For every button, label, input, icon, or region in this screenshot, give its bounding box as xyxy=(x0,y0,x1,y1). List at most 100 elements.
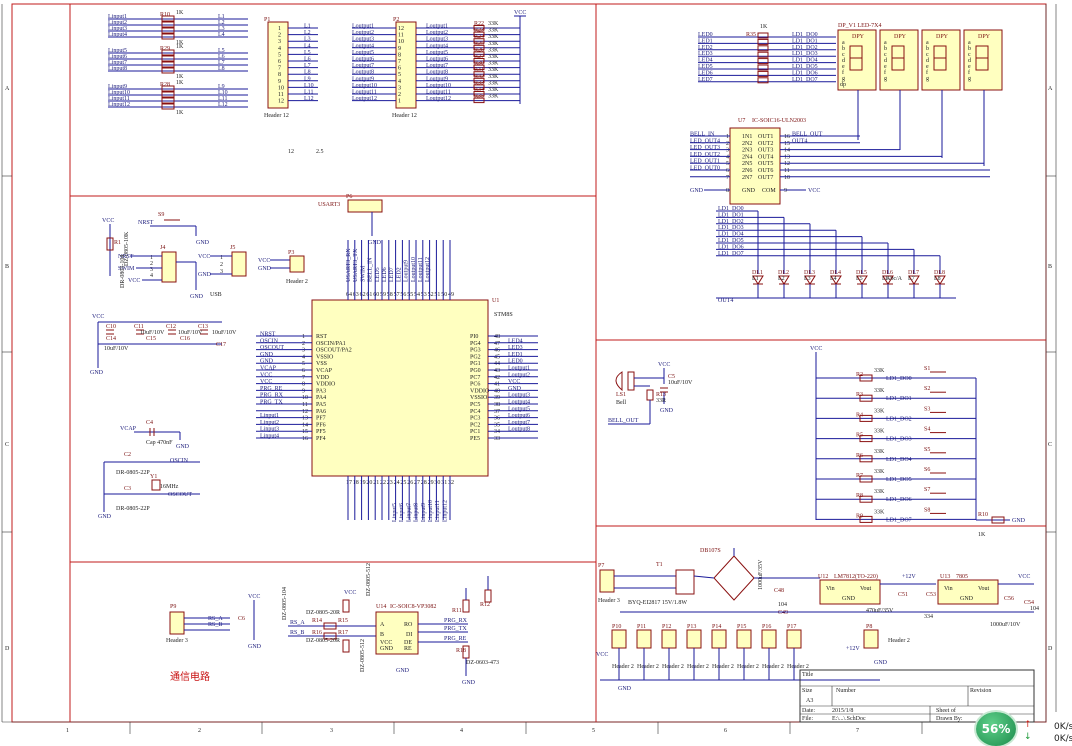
c3-ref: C3 xyxy=(124,486,131,492)
mcu-left-net: PRG_RE xyxy=(260,386,283,392)
led-ref: DL8 xyxy=(934,270,945,276)
upload-arrow-icon: ↑ xyxy=(1024,720,1032,730)
input-resistor xyxy=(161,27,175,34)
mcu-pin-num: 37 xyxy=(494,409,500,415)
input-resistor xyxy=(161,61,175,68)
svg-text:C13: C13 xyxy=(198,324,208,330)
key-res-value: 33K xyxy=(874,429,885,435)
input-label: Linput7 xyxy=(108,60,127,66)
p2-right-net: Loutput4 xyxy=(426,43,448,49)
number-label: Number xyxy=(836,688,856,694)
mcu-top-pin: 53 xyxy=(421,292,427,298)
mcu-left-net: OSCIN xyxy=(260,338,279,344)
uln-out-pin: OUT7 xyxy=(758,175,773,181)
segment-pin: c xyxy=(926,52,929,58)
mcu-left-net: PRG_RX xyxy=(260,393,284,399)
mcu-top-pin: 55 xyxy=(407,292,413,298)
psu-header xyxy=(636,629,652,649)
uln-pin-num: 16 xyxy=(784,134,790,140)
key-res-value: 33K xyxy=(874,408,885,414)
mcu-left-net: Linput4 xyxy=(260,434,279,440)
led-resistor xyxy=(757,64,769,71)
led-resistor xyxy=(757,77,769,84)
led-bus-net: LD1_DO3 xyxy=(718,225,744,231)
digit-label: DPY xyxy=(936,34,949,40)
mcu-top-net: LED7 xyxy=(389,267,395,282)
comm-section-title: 通信电路 xyxy=(170,670,210,683)
uln-out-pin: OUT4 xyxy=(758,154,773,160)
input-label: Linput9 xyxy=(108,84,127,90)
mcu-pin-num: 15 xyxy=(302,429,308,435)
file-label: File: xyxy=(802,716,813,722)
t1-value: BYQ-EI2817 15V/1.8W xyxy=(628,600,687,606)
u12-part: LM7812(TO-220) xyxy=(834,573,878,580)
date-value: 2015/1/8 xyxy=(832,708,853,714)
key-resistor xyxy=(859,455,873,463)
p12v-psu: +12V xyxy=(902,574,916,580)
vcc-label-p2: VCC xyxy=(514,10,526,16)
p1-net: L5 xyxy=(304,50,311,56)
uln-pin-num: 7 xyxy=(726,175,729,181)
svg-text:VCC: VCC xyxy=(92,314,104,320)
segment-pin: b xyxy=(884,46,887,52)
input-res-value: 1K xyxy=(176,80,184,86)
stm8s-mcu: U1 STM8S USART3 P6 GND RST1NRSTOSCIN/PA1… xyxy=(256,194,538,522)
key-net: LD1_DO5 xyxy=(886,477,912,483)
cpu-percent-text: 56% xyxy=(981,722,1011,736)
psu-header-ref: P12 xyxy=(662,624,671,630)
led-out-net: LD1_DO2 xyxy=(792,45,818,51)
p2-resistor xyxy=(473,97,485,104)
p2-res-ref: R24 xyxy=(474,34,484,40)
psu-header-ref: P14 xyxy=(712,624,721,630)
p2-res-ref: R22 xyxy=(474,21,484,27)
mcu-pin-num: 10 xyxy=(302,395,308,401)
c56-ref: C56 xyxy=(1004,596,1014,602)
p2-resistor xyxy=(473,84,485,90)
svg-text:2: 2 xyxy=(150,261,153,267)
svg-text:10uF/10V: 10uF/10V xyxy=(178,330,203,336)
mcu-left-net: OSCOUT xyxy=(260,345,284,351)
row-label-a-right: A xyxy=(1048,86,1053,92)
p2-res-ref: R26 xyxy=(474,47,484,53)
key-resistor xyxy=(859,394,873,402)
p2-res-ref: R34 xyxy=(474,87,484,93)
mcu-right-net: Loutput6 xyxy=(508,413,530,419)
led-net: LED4 xyxy=(698,58,713,64)
svg-text:1: 1 xyxy=(220,255,223,261)
sheet-label: Sheet of xyxy=(936,707,956,714)
mcu-left-pin: VDDIO xyxy=(316,382,336,388)
led-out-net: LD1_DO3 xyxy=(792,51,818,57)
mcu-pin-num: 39 xyxy=(494,395,500,401)
mcu-bottom-net: Linput5 xyxy=(392,503,398,522)
row-label-a: A xyxy=(5,86,10,92)
c56-value: 1000uF/10V xyxy=(990,622,1021,628)
mcu-right-pin: PG1 xyxy=(470,361,481,367)
mcu-pin-num: 43 xyxy=(494,368,500,374)
p2-left-net: Loutput9 xyxy=(352,76,374,82)
p2-res-ref: R25 xyxy=(474,41,484,47)
key-res-value: 33K xyxy=(874,368,885,374)
network-speed-widget[interactable]: 56% ↑ ↓ 0K/s 0K/s xyxy=(974,712,1072,746)
p2-left-net: Loutput6 xyxy=(352,57,374,63)
psu-header-ref: P16 xyxy=(762,624,771,630)
uln-out-pin: OUT1 xyxy=(758,134,773,140)
mcu-bottom-pin: 25 xyxy=(400,480,406,486)
uln-in-pin: 2N5 xyxy=(742,161,752,167)
input-net: L1 xyxy=(218,14,225,20)
input-label: Linput5 xyxy=(108,48,127,54)
mcu-top-net: LED6 xyxy=(382,267,388,282)
mcu-bottom-net: Linput8 xyxy=(414,503,420,522)
r1-ref: R1 xyxy=(114,240,121,246)
uln-out-pin: OUT3 xyxy=(758,148,773,154)
download-arrow-icon: ↓ xyxy=(1024,732,1032,742)
mcu-right-pin: PG2 xyxy=(470,354,481,360)
cpu-percent-badge[interactable]: 56% xyxy=(976,712,1016,746)
input-res-ref: R10 xyxy=(160,12,170,18)
p2-resistor xyxy=(473,51,485,57)
segment-pin: c xyxy=(842,52,845,58)
u14-ref: U14 xyxy=(376,604,386,610)
p2-res-value: 33K xyxy=(488,94,499,100)
p2-res-value: 33K xyxy=(488,61,499,67)
svg-text:VCC: VCC xyxy=(596,652,608,658)
